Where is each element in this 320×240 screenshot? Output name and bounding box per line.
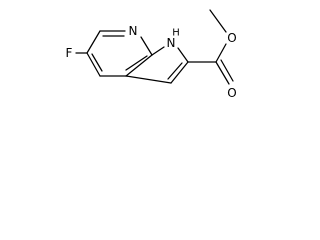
bond-c2-c3-inner <box>167 62 183 80</box>
bond-c3a-c7a-inner <box>125 55 148 71</box>
bond-c5-c4-inner <box>91 53 103 72</box>
fluorine-label: F <box>66 46 73 60</box>
pyrrole-nitrogen-label: N <box>167 36 176 50</box>
carbonyl-oxygen-label: O <box>227 86 236 100</box>
pyridine-nitrogen-label: N <box>129 24 138 38</box>
bond-carbonyl-c-o-double-inner <box>220 59 234 82</box>
bond-c7a-n7 <box>140 36 153 56</box>
bond-c7a-n1 <box>151 46 165 56</box>
bond-c2-c3 <box>170 61 189 84</box>
bond-c6-c5 <box>86 30 101 54</box>
chemical-structure-diagram: N N H F O O <box>0 0 240 121</box>
bond-c3-c3a <box>125 75 172 84</box>
bond-c5-c4 <box>86 52 101 77</box>
bond-carbonyl-c-ester-o <box>215 43 227 63</box>
bond-carbonyl-c-o-double <box>215 61 230 85</box>
pyrrole-hydrogen-label: H <box>172 28 180 39</box>
bond-ester-o-methyl <box>209 9 227 33</box>
bond-c3a-c7a <box>125 54 153 77</box>
ester-oxygen-label: O <box>227 31 236 45</box>
bond-n1-c2 <box>177 47 189 63</box>
